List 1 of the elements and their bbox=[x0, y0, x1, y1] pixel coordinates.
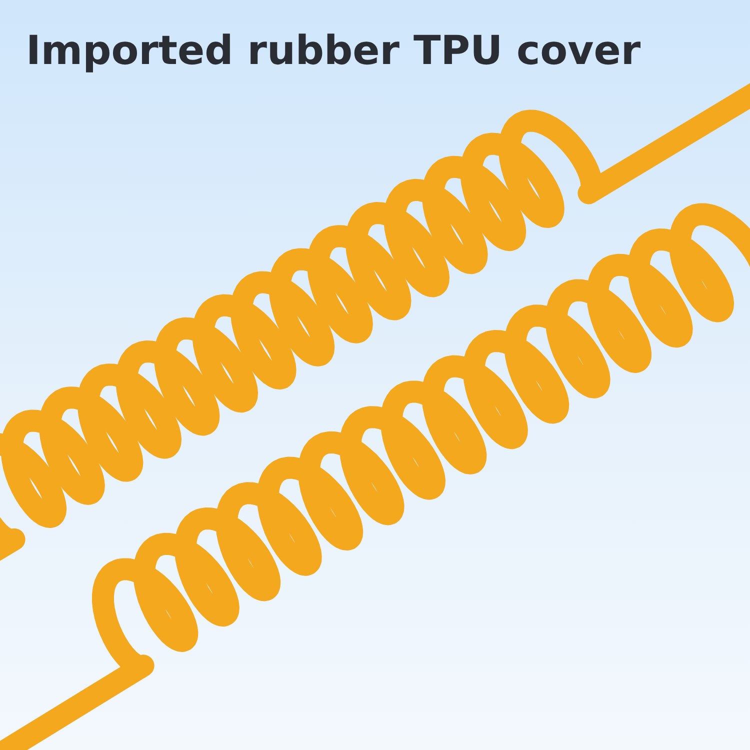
heading: Imported rubber TPU cover bbox=[26, 28, 641, 74]
